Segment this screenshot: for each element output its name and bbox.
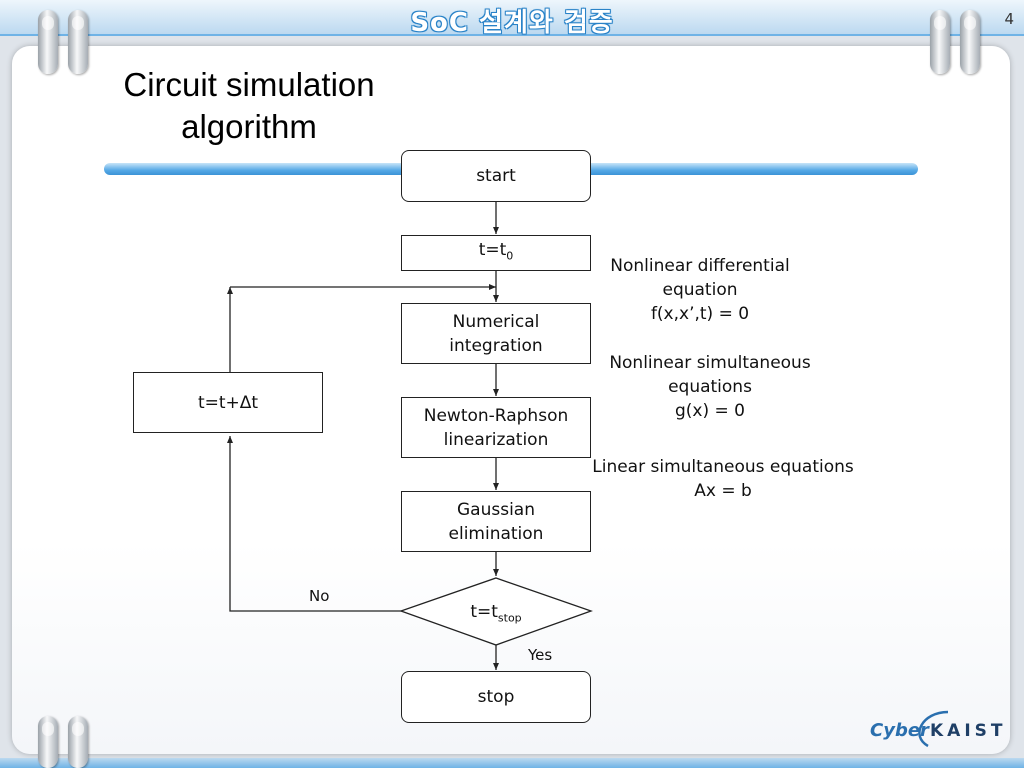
binder-ring-icon (68, 10, 88, 74)
binder-ring-icon (68, 716, 88, 768)
node-decision-base: t=t (470, 602, 498, 622)
annotation-nonlinear-sim-line1: Nonlinear simultaneous (609, 353, 811, 373)
node-init-base: t=t (478, 239, 507, 260)
label-yes: Yes (528, 646, 553, 664)
node-gaussian-elimination-label: Gaussian elimination (448, 499, 544, 544)
page-number: 4 (1004, 10, 1014, 28)
node-start-label: start (476, 166, 516, 186)
annotation-nonlinear-diff-line1: Nonlinear differential (610, 256, 790, 276)
node-decision-sub: stop (497, 611, 522, 625)
node-decision-label: t=tstop (440, 600, 552, 630)
cyber-kaist-logo: Cyber KAIST (870, 706, 1010, 754)
bottom-banner (0, 758, 1024, 768)
logo-cyber-text: Cyber (870, 720, 929, 741)
annotation-nonlinear-sim-line2: equations (668, 377, 752, 397)
annotation-nonlinear-differential: Nonlinear differential equation f(x,x’,t… (590, 254, 810, 326)
banner-title: SoC 설계와 검증 (410, 8, 614, 38)
node-stop-label: stop (477, 687, 515, 707)
annotation-nonlinear-sim-eq: g(x) = 0 (675, 401, 745, 421)
node-start: start (401, 150, 591, 202)
slide-title: Circuit simulation algorithm (123, 66, 375, 145)
decision-diamond (399, 577, 593, 646)
binder-ring-icon (930, 10, 950, 74)
annotation-nonlinear-diff-eq: f(x,x’,t) = 0 (650, 304, 750, 324)
binder-ring-icon (38, 10, 58, 74)
node-init: t=t0 (401, 235, 591, 271)
node-numerical-integration: Numerical integration (401, 303, 591, 364)
binder-ring-icon (960, 10, 980, 74)
annotation-nonlinear-diff-line2: equation (662, 280, 738, 300)
arrow-decision-no-branch (227, 436, 402, 612)
top-banner: SoC 설계와 검증 4 (0, 0, 1024, 38)
node-newton-raphson: Newton-Raphson linearization (401, 397, 591, 458)
annotation-linear-sim-eq: Ax = b (694, 481, 752, 501)
logo-swoosh-icon (918, 710, 949, 748)
annotation-linear-simultaneous: Linear simultaneous equations Ax = b (578, 455, 868, 503)
node-init-label: t=t0 (479, 238, 514, 268)
node-increment-label: t=t+Δt (197, 392, 259, 413)
node-numerical-integration-label: Numerical integration (449, 311, 543, 356)
annotation-linear-sim-line1: Linear simultaneous equations (592, 457, 854, 477)
label-no: No (309, 587, 330, 605)
node-increment: t=t+Δt (133, 372, 323, 433)
logo-kaist-text: KAIST (930, 721, 1007, 741)
annotation-nonlinear-simultaneous: Nonlinear simultaneous equations g(x) = … (590, 351, 830, 423)
node-init-sub: 0 (506, 249, 514, 263)
binder-ring-icon (38, 716, 58, 768)
node-newton-raphson-label: Newton-Raphson linearization (423, 405, 569, 450)
node-gaussian-elimination: Gaussian elimination (401, 491, 591, 552)
node-stop: stop (401, 671, 591, 723)
